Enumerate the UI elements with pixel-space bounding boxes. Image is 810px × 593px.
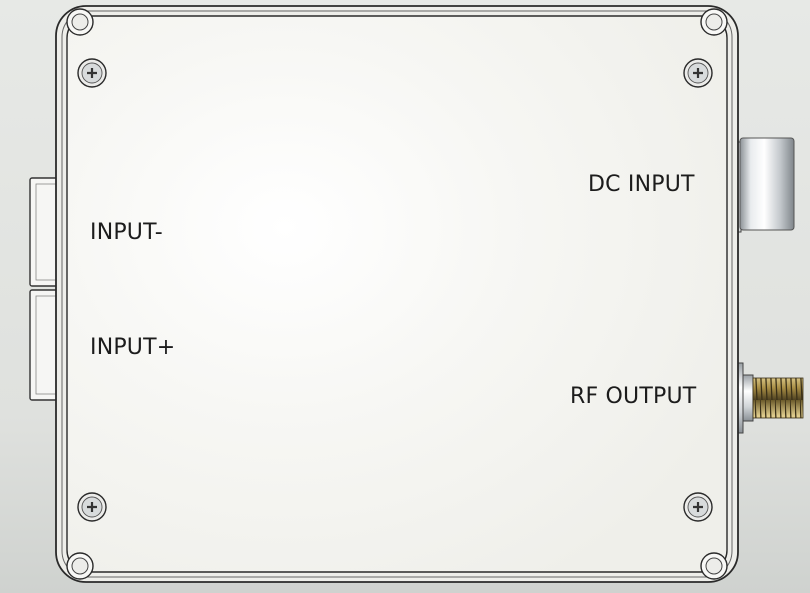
rf-output-connector: [730, 362, 804, 434]
input-minus-label: INPUT-: [90, 220, 163, 245]
screw-bottom-left: [77, 492, 107, 522]
rf-output-label: RF OUTPUT: [570, 384, 697, 409]
dc-input-label: DC INPUT: [588, 172, 695, 197]
screw-bottom-right: [683, 492, 713, 522]
lid-screws: [77, 58, 713, 522]
screw-top-right: [683, 58, 713, 88]
mounting-holes: [66, 8, 728, 580]
dc-input-connector: [730, 137, 795, 233]
enclosure-body: [55, 5, 739, 583]
screw-top-left: [77, 58, 107, 88]
left-terminal-blocks: [29, 177, 59, 401]
input-plus-label: INPUT+: [90, 335, 176, 360]
